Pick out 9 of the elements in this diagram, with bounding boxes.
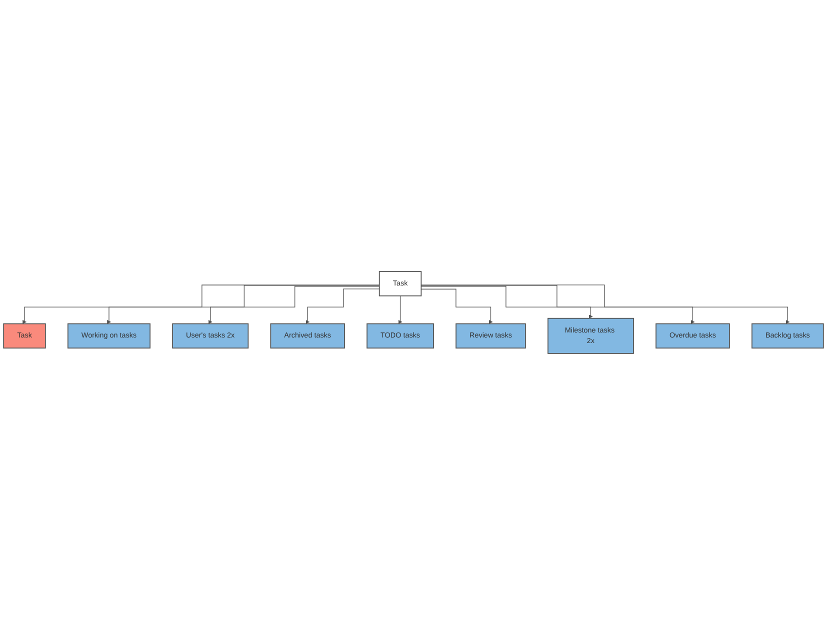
arrow — [420, 288, 493, 324]
arrow — [420, 285, 695, 324]
arrow — [107, 285, 380, 324]
arrow — [208, 286, 380, 324]
arrow — [420, 286, 593, 319]
arrow — [398, 296, 402, 324]
arrow — [420, 284, 790, 324]
arrow — [306, 288, 380, 324]
arrow — [22, 284, 380, 324]
